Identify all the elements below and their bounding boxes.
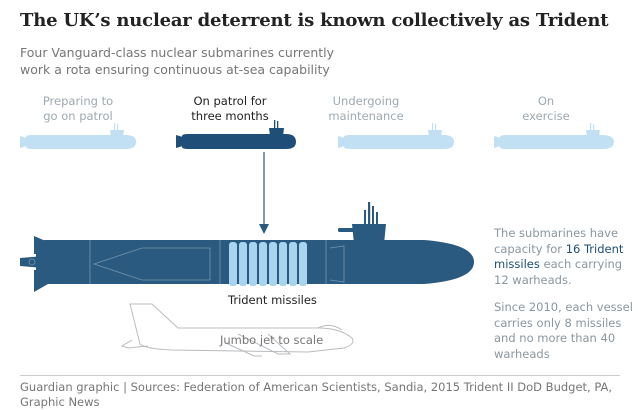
submarine-on-patrol-icon	[176, 120, 296, 149]
submarine-exercise-icon	[494, 123, 614, 149]
submarine-preparing-icon	[20, 123, 136, 149]
status-label-exercise: On exercise	[522, 94, 570, 123]
pointer-arrow-icon	[259, 152, 269, 234]
source-credits: Guardian graphic | Sources: Federation o…	[20, 375, 620, 410]
page-subtitle: Four Vanguard-class nuclear submarines c…	[20, 45, 335, 77]
since-2010-note: Since 2010, each vessel carries only 8 m…	[494, 300, 633, 361]
capacity-highlight: 16 Trident missiles	[494, 241, 624, 272]
jumbo-jet-label: Jumbo jet to scale	[220, 333, 324, 347]
status-label-maintenance: Undergoing maintenance	[328, 94, 404, 123]
capacity-note: The submarines have capacity for 16 Trid…	[494, 226, 624, 287]
status-label-on-patrol: On patrol for three months	[191, 94, 269, 123]
submarine-maintenance-icon	[338, 123, 454, 149]
trident-missiles-label: Trident missiles	[228, 293, 317, 307]
missile-tubes-group	[229, 242, 307, 286]
jumbo-jet-outline-icon	[120, 303, 354, 357]
vanguard-submarine-diagram	[20, 202, 474, 292]
page-title: The UK’s nuclear deterrent is known coll…	[20, 10, 609, 31]
status-label-preparing: Preparing to go on patrol	[42, 94, 114, 123]
